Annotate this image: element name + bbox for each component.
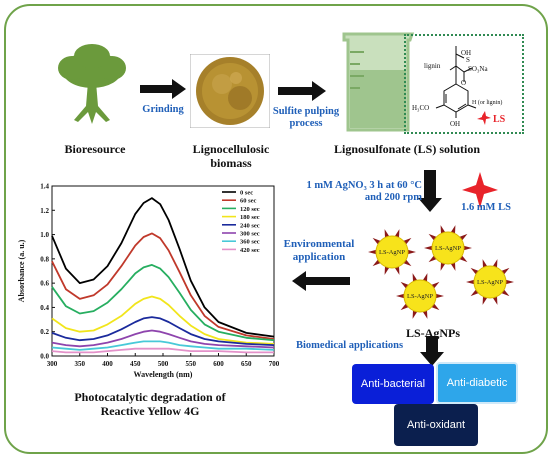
nanoparticles-cluster: LS-AgNP LS-AgNP LS-AgNP LS-AgNP (368, 225, 514, 319)
s-label: S (466, 56, 470, 64)
y-tick-label: 0.6 (40, 280, 49, 288)
sulfite-label: Sulfite pulping process (272, 106, 340, 129)
h3co-label: H₃CO (412, 104, 429, 112)
agnp-core (431, 231, 465, 265)
arrow-sulfite (278, 81, 326, 101)
nanoparticle-label: LS-AgNP (379, 249, 405, 256)
y-tick-label: 1.0 (40, 231, 49, 239)
grinding-label: Grinding (142, 104, 184, 115)
series-line-120-sec (51, 264, 275, 342)
conditions-label: 1 mM AgNO₃ 3 h at 60 °C and 200 rpm (306, 180, 422, 203)
agnp-core (473, 265, 507, 299)
y-tick-label: 0.2 (40, 328, 49, 336)
nanoparticle-label: LS-AgNP (407, 293, 433, 300)
arrow-down-synthesis (418, 170, 442, 212)
x-tick-label: 450 (130, 360, 141, 368)
legend-entry: 420 sec (240, 247, 260, 254)
legend-entry: 360 sec (240, 239, 260, 246)
h-lignin-label: H (or lignin) (472, 99, 502, 106)
series-line-240-sec (51, 316, 275, 346)
y-tick-label: 1.4 (40, 183, 49, 191)
arrow-biomedical (420, 336, 444, 366)
x-tick-label: 500 (158, 360, 169, 368)
y-axis-label: Absorbance (a. u.) (17, 239, 26, 302)
x-axis-label: Wavelength (nm) (134, 370, 193, 379)
x-tick-label: 300 (47, 360, 58, 368)
biomedical-label: Biomedical applications (296, 340, 404, 351)
ls-star-small-icon (477, 111, 491, 125)
x-tick-label: 550 (186, 360, 197, 368)
legend-entry: 60 sec (240, 198, 257, 205)
oh2-label: OH (450, 120, 460, 128)
ls-agnps-label: LS-AgNPs (405, 326, 460, 340)
legend-entry: 180 sec (240, 214, 260, 221)
nanoparticle-3: LS-AgNP (466, 259, 514, 305)
x-tick-label: 700 (269, 360, 280, 368)
arrow-environmental (292, 271, 350, 291)
series-line-360-sec (51, 340, 275, 351)
anti-diabetic-box: Anti-diabetic (436, 362, 518, 404)
legend-entry: 0 sec (240, 190, 253, 197)
ls-concentration-label: 1.6 mM LS (461, 202, 511, 213)
series-line-420-sec (51, 347, 274, 354)
x-tick-label: 400 (102, 360, 113, 368)
series-line-0-sec (51, 197, 275, 338)
biomass-image (190, 54, 270, 128)
x-tick-label: 600 (213, 360, 224, 368)
legend-entry: 120 sec (240, 206, 260, 213)
beaker-icon (342, 32, 415, 132)
legend-entry: 240 sec (240, 222, 260, 229)
y-tick-label: 0.4 (40, 304, 49, 312)
absorbance-chart: 300 350 400 450 500 550 600 650 700 0.0 0.2 0.4 0.6 0… (17, 183, 280, 380)
agnp-core (375, 235, 409, 269)
ls-star-icon (462, 172, 498, 208)
lignin-label: lignin (424, 62, 441, 70)
ls-label: LS (493, 114, 506, 125)
lignosulfonate-structure: OH lignin S SO₃Na O H₃CO OH H (or lignin… (412, 46, 506, 128)
arrow-grinding (140, 79, 186, 99)
x-tick-label: 350 (75, 360, 86, 368)
series-line-60-sec (51, 232, 275, 340)
legend-entry: 300 sec (240, 231, 260, 238)
anti-bacterial-box: Anti-bacterial (352, 364, 434, 404)
ls-solution-label: Lignosulfonate (LS) solution (334, 142, 481, 156)
nanoparticle-2: LS-AgNP (424, 225, 472, 271)
agnp-core (403, 279, 437, 313)
nanoparticle-label: LS-AgNP (477, 279, 503, 286)
oh-label: OH (461, 49, 471, 57)
environmental-label: Environmental application (283, 238, 355, 263)
structure-box (404, 34, 524, 134)
o-label: O (461, 79, 466, 87)
x-tick-label: 650 (241, 360, 252, 368)
y-tick-label: 1.2 (40, 207, 49, 215)
tree-icon (58, 44, 126, 124)
y-tick-label: 0.8 (40, 255, 49, 263)
bioresource-label: Bioresource (64, 142, 126, 156)
y-tick-label: 0.0 (40, 353, 49, 361)
nanoparticle-4: LS-AgNP (396, 273, 444, 319)
anti-oxidant-box: Anti-oxidant (394, 404, 478, 446)
chart-caption: Photocatalytic degradation of Reactive Y… (74, 390, 226, 418)
series-line-180-sec (51, 295, 275, 345)
so3na-label: SO₃Na (468, 65, 488, 73)
nanoparticle-label: LS-AgNP (435, 245, 461, 252)
lignocellulosic-label: Lignocellulosic biomass (192, 142, 270, 170)
nanoparticle-1: LS-AgNP (368, 229, 416, 275)
series-line-300-sec (51, 329, 275, 349)
